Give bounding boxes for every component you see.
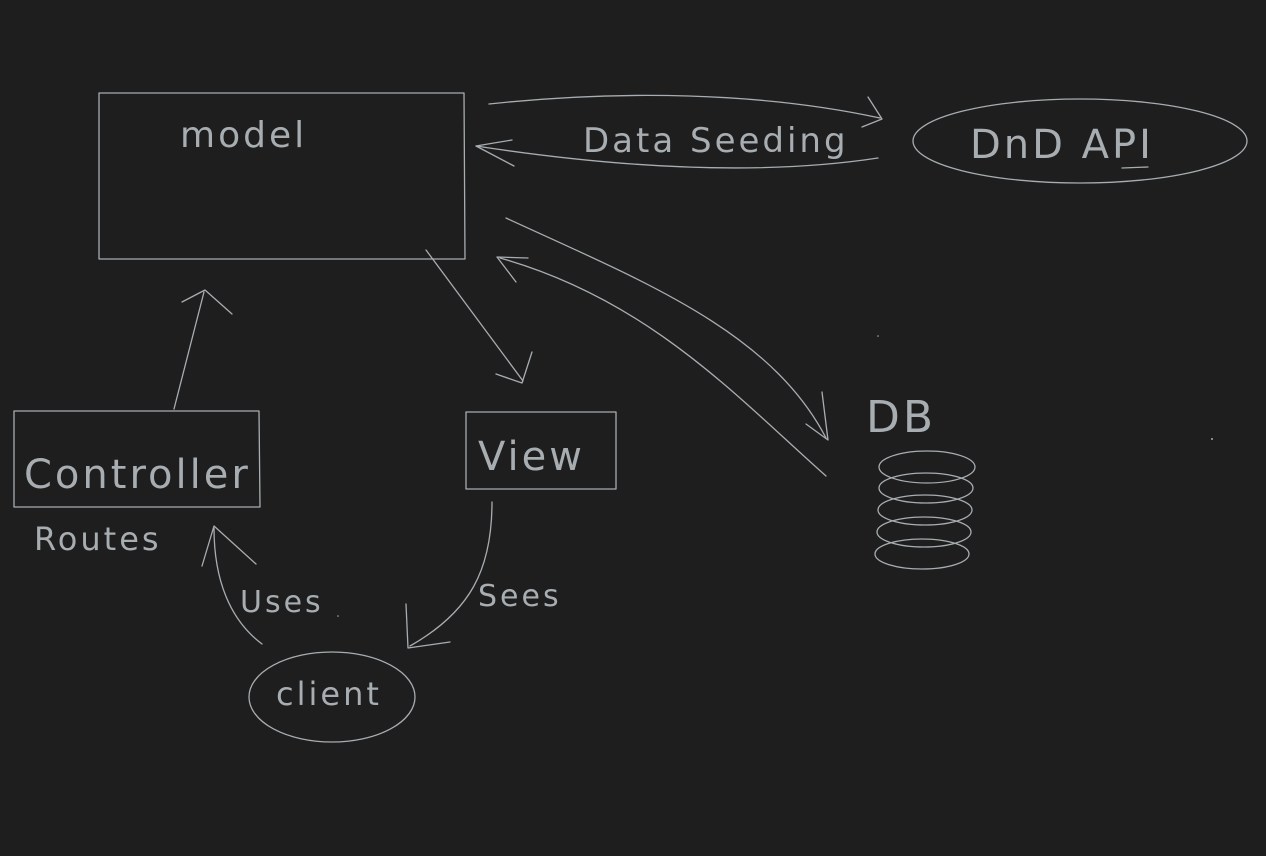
sees-label: Sees bbox=[478, 579, 562, 614]
model-to-db-arrowhead bbox=[805, 391, 829, 441]
client-ellipse bbox=[248, 651, 416, 743]
data-seeding-edge: Data Seeding bbox=[475, 94, 883, 169]
controller-node: Controller Routes bbox=[13, 410, 261, 558]
view-to-client-arrowhead bbox=[405, 603, 451, 649]
seeding-arrowhead-model bbox=[475, 139, 515, 167]
model-to-view-arrow bbox=[425, 249, 524, 382]
stray-dot bbox=[337, 615, 339, 617]
model-db-edge bbox=[496, 217, 829, 477]
db-node: DB bbox=[866, 392, 976, 570]
controller-label: Controller bbox=[24, 452, 251, 498]
client-label: client bbox=[276, 675, 382, 713]
stray-dot bbox=[877, 335, 879, 337]
model-to-view-arrowhead bbox=[495, 351, 533, 384]
controller-model-edge bbox=[173, 289, 233, 410]
model-label: model bbox=[180, 115, 307, 156]
model-view-edge bbox=[425, 249, 533, 384]
client-to-controller-arrow bbox=[213, 527, 263, 645]
model-node: model bbox=[98, 92, 466, 260]
view-label: View bbox=[478, 434, 585, 480]
api-underline bbox=[1121, 166, 1149, 169]
stray-dot bbox=[1211, 438, 1213, 440]
model-to-db-arrow bbox=[505, 217, 827, 439]
api-ellipse bbox=[912, 98, 1248, 184]
uses-edge: Uses bbox=[201, 525, 324, 645]
view-box bbox=[465, 411, 617, 490]
seeding-arrow-to-model bbox=[475, 145, 879, 169]
uses-label: Uses bbox=[240, 585, 324, 620]
seeding-arrowhead-api bbox=[861, 96, 883, 128]
db-to-model-arrowhead bbox=[496, 256, 529, 283]
client-node: client bbox=[248, 651, 416, 743]
db-label: DB bbox=[866, 392, 936, 443]
controller-box bbox=[13, 410, 261, 508]
routes-label: Routes bbox=[34, 520, 162, 558]
data-seeding-label: Data Seeding bbox=[583, 121, 849, 161]
seeding-arrow-to-api bbox=[488, 94, 881, 119]
api-label: DnD API bbox=[970, 122, 1154, 168]
controller-to-model-arrowhead bbox=[181, 289, 233, 315]
client-to-controller-arrowhead bbox=[201, 525, 257, 567]
view-node: View bbox=[465, 411, 617, 490]
sees-edge: Sees bbox=[405, 501, 562, 649]
view-to-client-arrow bbox=[409, 501, 493, 647]
controller-to-model-arrow bbox=[173, 291, 205, 410]
model-box bbox=[98, 92, 466, 260]
db-to-model-arrow bbox=[499, 257, 827, 477]
database-icon bbox=[874, 450, 976, 570]
api-node: DnD API bbox=[912, 98, 1248, 184]
